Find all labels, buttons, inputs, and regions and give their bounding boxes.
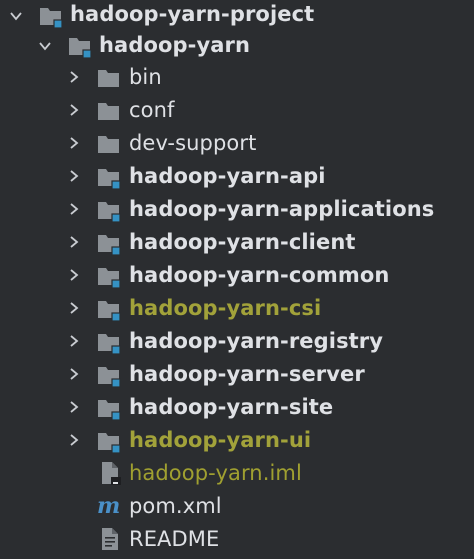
tree-node-label: hadoop-yarn-api xyxy=(129,164,326,188)
chevron-right-icon[interactable] xyxy=(67,202,81,216)
tree-node-label: hadoop-yarn-csi xyxy=(129,296,322,320)
module-folder-icon xyxy=(96,197,122,223)
svg-text:m: m xyxy=(97,493,120,519)
tree-node-label: pom.xml xyxy=(129,494,222,518)
tree-node-hadoop-yarn-ui[interactable]: hadoop-yarn-ui xyxy=(0,424,474,457)
module-folder-icon xyxy=(96,164,122,190)
maven-m-icon: m xyxy=(96,493,122,519)
tree-node-module[interactable]: hadoop-yarn xyxy=(0,30,474,63)
tree-node-hadoop-yarn-api[interactable]: hadoop-yarn-api xyxy=(0,160,474,193)
tree-node-label: dev-support xyxy=(129,131,257,155)
tree-node-dev-support[interactable]: dev-support xyxy=(0,127,474,160)
tree-node-hadoop-yarn-client[interactable]: hadoop-yarn-client xyxy=(0,226,474,259)
chevron-right-icon[interactable] xyxy=(67,334,81,348)
module-folder-icon xyxy=(96,329,122,355)
tree-node-label: conf xyxy=(129,98,175,122)
chevron-right-icon[interactable] xyxy=(67,433,81,447)
tree-node-hadoop-yarn-iml[interactable]: hadoop-yarn.iml xyxy=(0,457,474,490)
chevron-right-icon[interactable] xyxy=(67,103,81,117)
chevron-right-icon[interactable] xyxy=(67,70,81,84)
tree-node-hadoop-yarn-site[interactable]: hadoop-yarn-site xyxy=(0,391,474,424)
tree-node-pom-xml[interactable]: m pom.xml xyxy=(0,490,474,523)
tree-node-hadoop-yarn-applications[interactable]: hadoop-yarn-applications xyxy=(0,193,474,226)
tree-node-label: hadoop-yarn.iml xyxy=(129,461,302,485)
module-folder-icon xyxy=(96,395,122,421)
chevron-right-icon[interactable] xyxy=(67,301,81,315)
tree-node-hadoop-yarn-common[interactable]: hadoop-yarn-common xyxy=(0,259,474,292)
tree-node-hadoop-yarn-server[interactable]: hadoop-yarn-server xyxy=(0,358,474,391)
tree-node-label: README xyxy=(129,527,220,551)
folder-icon xyxy=(96,98,122,122)
chevron-right-icon[interactable] xyxy=(67,235,81,249)
tree-node-label: hadoop-yarn-registry xyxy=(129,329,384,353)
tree-node-label: hadoop-yarn-applications xyxy=(129,197,435,221)
module-folder-icon xyxy=(96,230,122,256)
tree-node-readme[interactable]: README xyxy=(0,523,474,556)
tree-node-label: hadoop-yarn xyxy=(99,33,251,57)
module-folder-icon xyxy=(96,428,122,454)
chevron-right-icon[interactable] xyxy=(67,367,81,381)
tree-node-label: hadoop-yarn-ui xyxy=(129,428,312,452)
folder-icon xyxy=(96,131,122,155)
tree-node-label: hadoop-yarn-project xyxy=(70,2,315,26)
chevron-right-icon[interactable] xyxy=(67,169,81,183)
iml-file-icon xyxy=(98,460,124,485)
chevron-right-icon[interactable] xyxy=(67,268,81,282)
tree-node-bin[interactable]: bin xyxy=(0,61,474,94)
tree-node-label: hadoop-yarn-server xyxy=(129,362,365,386)
tree-node-label: bin xyxy=(129,65,162,89)
chevron-down-icon[interactable] xyxy=(38,39,52,53)
chevron-right-icon[interactable] xyxy=(67,400,81,414)
tree-node-conf[interactable]: conf xyxy=(0,94,474,127)
folder-icon xyxy=(96,65,122,89)
module-folder-icon xyxy=(67,33,93,59)
chevron-right-icon[interactable] xyxy=(67,136,81,150)
chevron-down-icon[interactable] xyxy=(9,9,23,23)
tree-node-hadoop-yarn-csi[interactable]: hadoop-yarn-csi xyxy=(0,292,474,325)
tree-node-label: hadoop-yarn-site xyxy=(129,395,334,419)
tree-node-root[interactable]: hadoop-yarn-project xyxy=(0,0,474,33)
module-folder-icon xyxy=(96,296,122,322)
tree-node-label: hadoop-yarn-client xyxy=(129,230,356,254)
module-folder-icon xyxy=(38,3,64,29)
tree-node-label: hadoop-yarn-common xyxy=(129,263,390,287)
module-folder-icon xyxy=(96,263,122,289)
module-folder-icon xyxy=(96,362,122,388)
tree-node-hadoop-yarn-registry[interactable]: hadoop-yarn-registry xyxy=(0,325,474,358)
text-file-icon xyxy=(98,526,124,550)
